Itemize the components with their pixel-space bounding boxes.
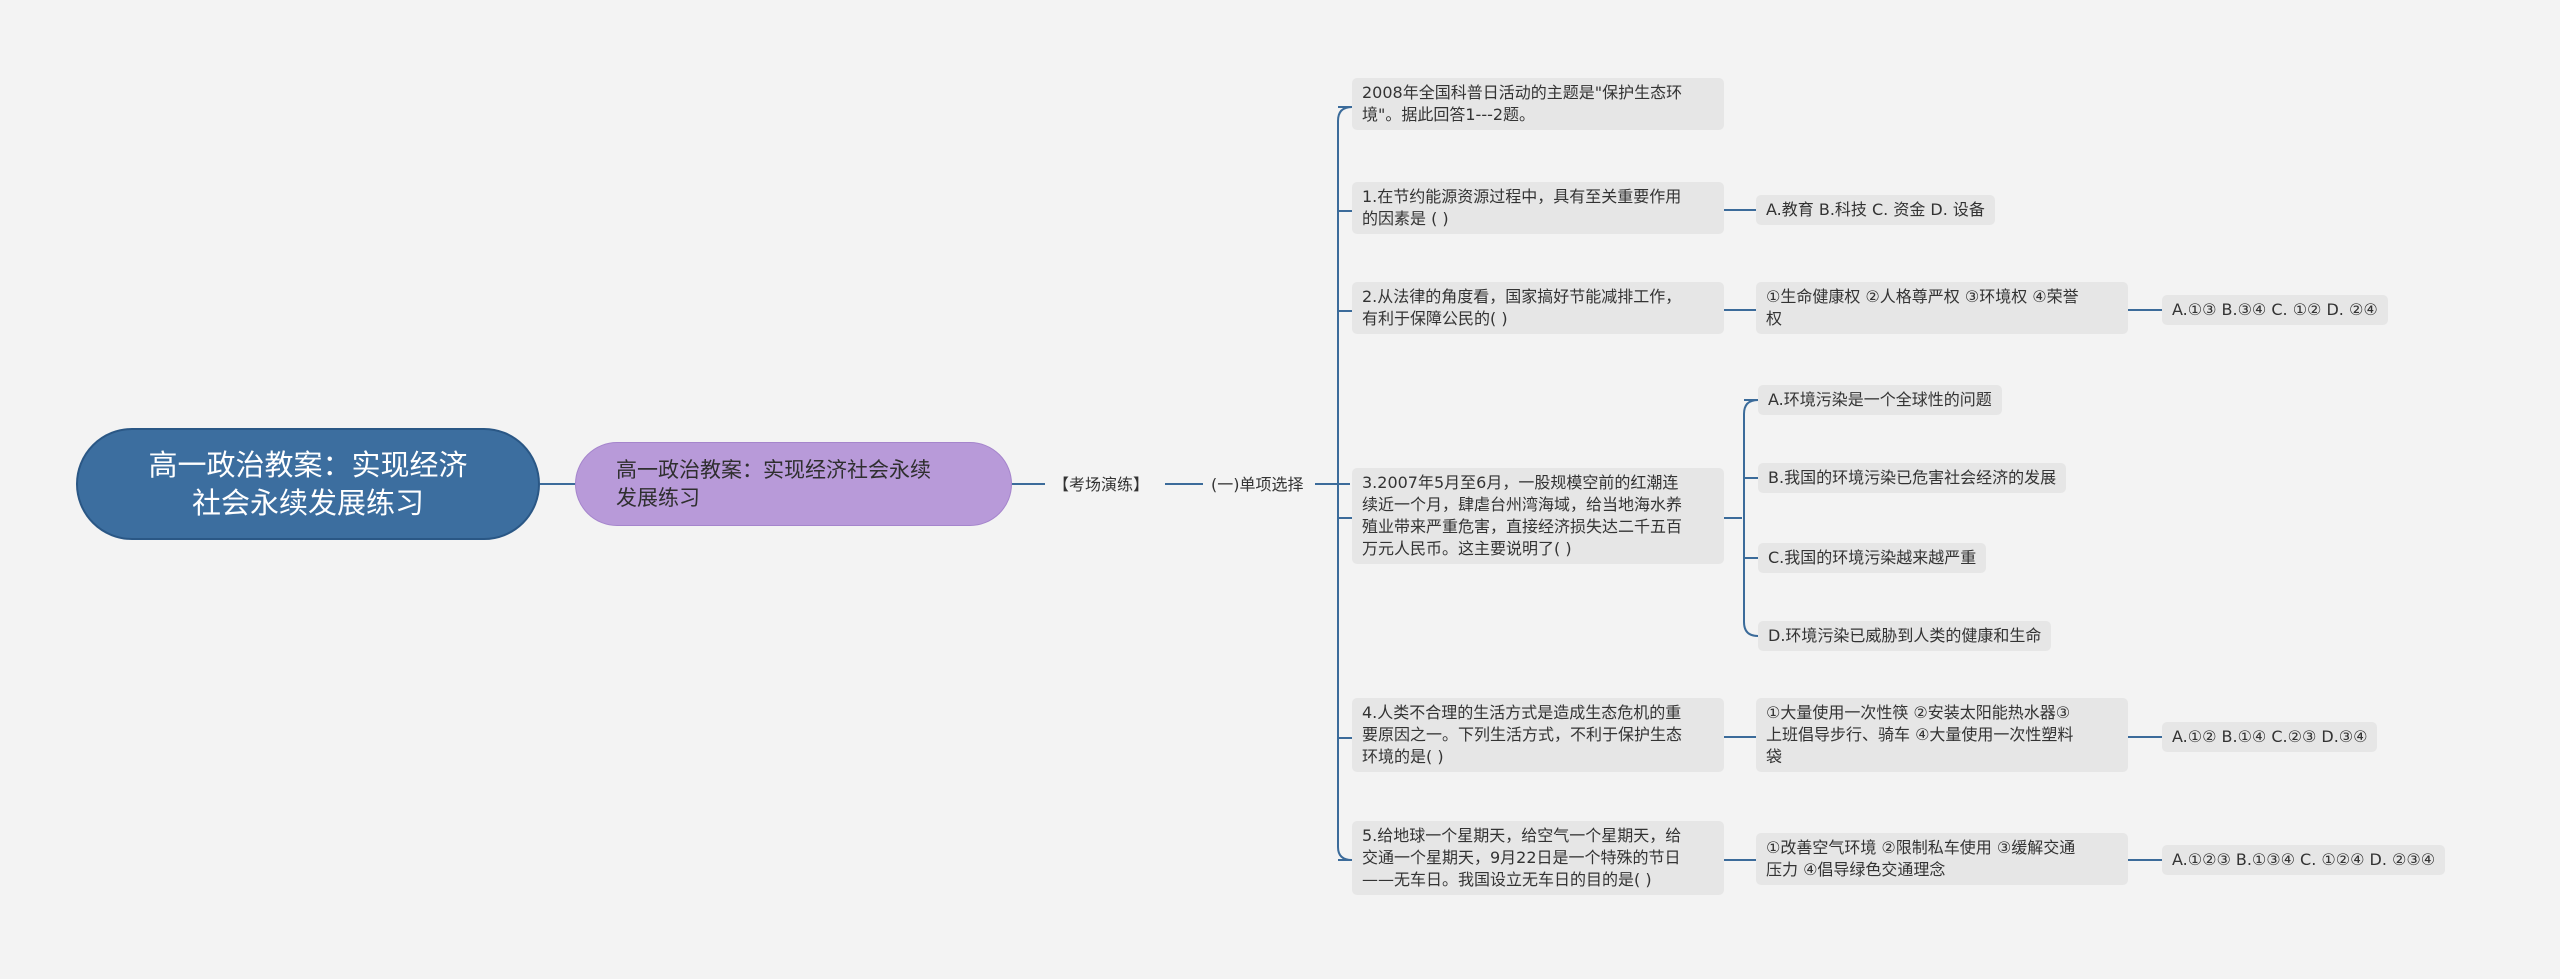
question-1-options[interactable]: A.教育 B.科技 C. 资金 D. 设备 [1756, 195, 1995, 225]
question-4-options[interactable]: A.①② B.①④ C.②③ D.③④ [2162, 722, 2378, 752]
question-3-option-b[interactable]: B.我国的环境污染已危害社会经济的发展 [1758, 463, 2067, 493]
question-3-option-a[interactable]: A.环境污染是一个全球性的问题 [1758, 385, 2002, 415]
question-4-items[interactable]: ①大量使用一次性筷 ②安装太阳能热水器③ 上班倡导步行、骑车 ④大量使用一次性塑… [1756, 698, 2128, 772]
question-5-items[interactable]: ①改善空气环境 ②限制私车使用 ③缓解交通 压力 ④倡导绿色交通理念 [1756, 833, 2128, 885]
question-2-options[interactable]: A.①③ B.③④ C. ①② D. ②④ [2162, 295, 2388, 325]
question-1-node[interactable]: 1.在节约能源资源过程中，具有至关重要作用 的因素是 ( ) [1352, 182, 1724, 234]
question-2-node[interactable]: 2.从法律的角度看，国家搞好节能减排工作， 有利于保障公民的( ) [1352, 282, 1724, 334]
branch-q3-options [1722, 399, 1759, 637]
subtopic-node[interactable]: 高一政治教案：实现经济社会永续 发展练习 [575, 442, 1012, 526]
intro-node[interactable]: 2008年全国科普日活动的主题是"保护生态环 境"。据此回答1---2题。 [1352, 78, 1724, 130]
question-5-node[interactable]: 5.给地球一个星期天，给空气一个星期天，给 交通一个星期天，9月22日是一个特殊… [1352, 821, 1724, 895]
question-3-option-d[interactable]: D.环境污染已威胁到人类的健康和生命 [1758, 621, 2052, 651]
question-4-node[interactable]: 4.人类不合理的生活方式是造成生态危机的重 要原因之一。下列生活方式，不利于保护… [1352, 698, 1724, 772]
question-2-items[interactable]: ①生命健康权 ②人格尊严权 ③环境权 ④荣誉 权 [1756, 282, 2128, 334]
section-node[interactable]: 【考场演练】 [1053, 475, 1150, 494]
question-5-options[interactable]: A.①②③ B.①③④ C. ①②④ D. ②③④ [2162, 845, 2446, 875]
root-node[interactable]: 高一政治教案：实现经济 社会永续发展练习 [76, 428, 540, 540]
question-3-option-c[interactable]: C.我国的环境污染越来越严重 [1758, 543, 1987, 573]
question-3-node[interactable]: 3.2007年5月至6月，一股规模空前的红潮连 续近一个月，肆虐台州湾海域，给当… [1352, 468, 1724, 564]
category-node[interactable]: (一)单项选择 [1211, 475, 1304, 494]
trunk-questions [1335, 106, 1353, 861]
